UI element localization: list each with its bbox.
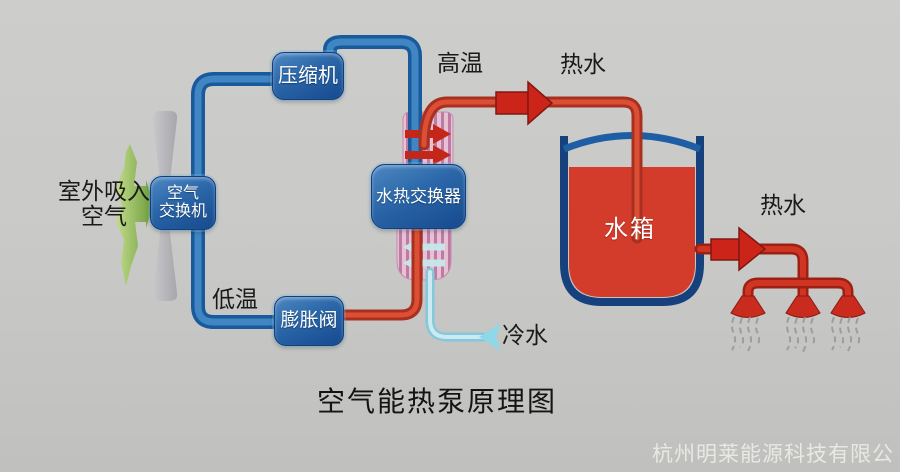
company-watermark: 杭州明莱能源科技有限公司 [652, 443, 894, 466]
shower-head [730, 295, 766, 318]
hot-water-top-label: 热水 [560, 52, 606, 77]
air-exchanger-box: 空气 交换机 [150, 176, 216, 230]
cold-water-label: 冷水 [502, 323, 548, 348]
hot-water-shower-label: 热水 [760, 193, 806, 218]
shower-heads [730, 295, 866, 318]
pipe-shower-supply [694, 243, 854, 304]
expansion-valve-box: 膨胀阀 [274, 296, 344, 346]
tank-outlet-arrow [710, 226, 767, 272]
diagram-title: 空气能热泵原理图 [316, 386, 557, 417]
outdoor-air-intake-arrow [116, 144, 154, 286]
water-spray [731, 316, 861, 353]
shower-head [830, 295, 866, 318]
pipe-blue-circuit [191, 35, 422, 329]
heat-exchanger-coil-lower [396, 225, 452, 281]
pipe-cold-water [425, 267, 492, 342]
water-heat-exchanger-box: 水热交换器 [371, 164, 466, 229]
shower-head [785, 295, 821, 318]
compressor-box: 压缩机 [272, 52, 344, 100]
hot-water-flow-arrow [495, 80, 554, 126]
cold-water-arrow [479, 323, 501, 351]
low-temp-label: 低温 [212, 287, 258, 312]
water-tank-label: 水箱 [604, 217, 656, 243]
tank-outline [560, 136, 704, 306]
outdoor-air-label: 室外吸入 空气 [58, 179, 150, 230]
pipe-hot-water-to-tank [418, 96, 643, 244]
high-temp-label: 高温 [437, 51, 483, 76]
pipe-red-to-expansion-valve [334, 218, 423, 321]
